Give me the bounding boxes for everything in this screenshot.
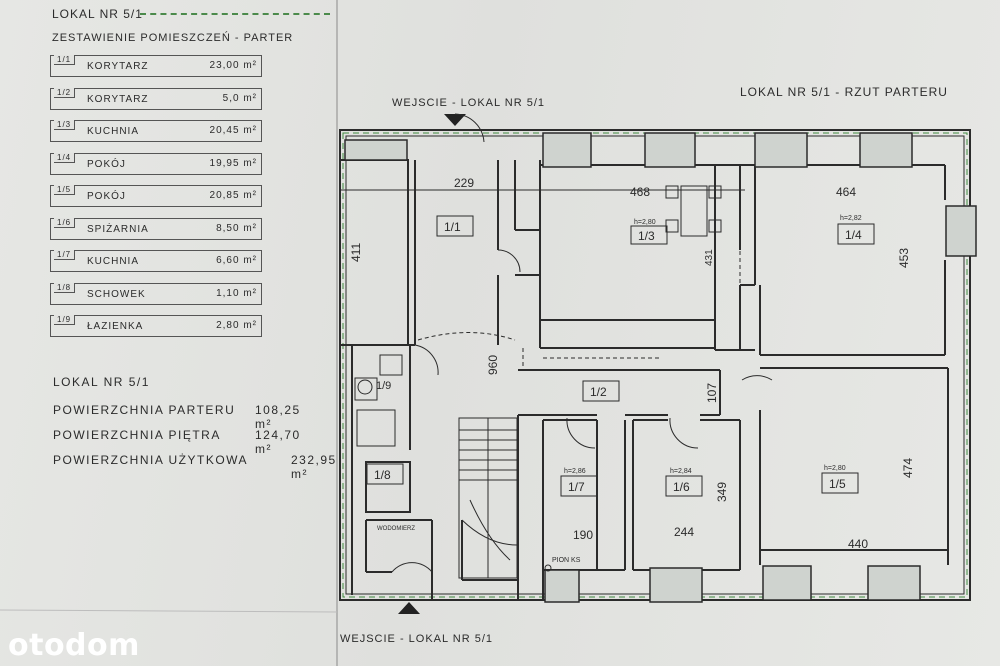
room-labels: 1/1 1/2 h=2,80 1/3 h=2,82 1/4 h=2,80 1/5… bbox=[366, 215, 875, 572]
summary-label: POWIERZCHNIA PARTERU bbox=[53, 403, 236, 417]
summary-row: POWIERZCHNIA UŻYTKOWA 232,95 m² bbox=[53, 453, 335, 481]
room-area: 2,80 m² bbox=[216, 320, 257, 331]
dim-468: 468 bbox=[630, 185, 650, 199]
furniture bbox=[354, 113, 773, 573]
summary-row: POWIERZCHNIA PIĘTRA 124,70 m² bbox=[53, 428, 299, 456]
room-height-1-7: h=2,86 bbox=[564, 468, 586, 475]
summary-title: LOKAL NR 5/1 bbox=[53, 375, 150, 389]
summary-value: 232,95 m² bbox=[291, 453, 337, 481]
room-id: 1/7 bbox=[54, 250, 76, 260]
plan-title: LOKAL NR 5/1 - RZUT PARTERU bbox=[740, 85, 948, 99]
dim-440: 440 bbox=[848, 537, 868, 551]
room-height-1-3: h=2,80 bbox=[634, 219, 656, 226]
room-name: SCHOWEK bbox=[87, 288, 146, 300]
walls bbox=[339, 129, 971, 601]
room-area: 8,50 m² bbox=[216, 222, 257, 234]
room-name: POKÓJ bbox=[87, 158, 126, 170]
hidden-lines bbox=[417, 195, 741, 370]
room-label-1-9: 1/9 bbox=[376, 380, 391, 392]
summary-value: 124,70 m² bbox=[255, 428, 301, 456]
entrance-bottom-label: WEJSCIE - LOKAL NR 5/1 bbox=[340, 633, 493, 645]
room-label-1-6: 1/6 bbox=[673, 480, 690, 494]
room-area: 6,60 m² bbox=[216, 255, 257, 266]
room-label-1-4: 1/4 bbox=[845, 228, 862, 242]
dim-453: 453 bbox=[897, 248, 911, 268]
room-name: KUCHNIA bbox=[87, 126, 140, 137]
room-id: 1/2 bbox=[54, 87, 76, 98]
dim-464: 464 bbox=[836, 185, 856, 199]
entrance-arrow-icon bbox=[398, 602, 420, 614]
room-id: 1/8 bbox=[54, 282, 76, 293]
room-label-1-1: 1/1 bbox=[444, 220, 461, 234]
summary-value: 108,25 m² bbox=[255, 403, 301, 431]
room-area: 20,85 m² bbox=[209, 190, 257, 201]
room-name: KUCHNIA bbox=[87, 256, 140, 267]
room-label-1-7: 1/7 bbox=[568, 480, 585, 494]
dim-411: 411 bbox=[349, 243, 363, 262]
water-meter-label: WODOMIERZ bbox=[377, 526, 415, 532]
riser-icon bbox=[544, 564, 552, 572]
room-id: 1/1 bbox=[54, 55, 76, 65]
dim-244: 244 bbox=[674, 525, 694, 539]
room-id: 1/3 bbox=[54, 120, 76, 130]
room-id: 1/5 bbox=[54, 185, 76, 195]
room-id: 1/6 bbox=[54, 217, 76, 228]
dim-474: 474 bbox=[901, 458, 915, 478]
room-id: 1/4 bbox=[54, 152, 76, 163]
bathtub bbox=[356, 409, 396, 447]
summary-label: POWIERZCHNIA UŻYTKOWA bbox=[53, 453, 249, 467]
summary-row: POWIERZCHNIA PARTERU 108,25 m² bbox=[53, 403, 299, 431]
room-name: KORYTARZ bbox=[87, 61, 149, 72]
windows bbox=[344, 132, 977, 603]
room-name: POKÓJ bbox=[87, 191, 126, 202]
dim-431: 431 bbox=[704, 249, 715, 266]
room-height-1-6: h=2,84 bbox=[670, 468, 692, 475]
room-area: 19,95 m² bbox=[209, 157, 257, 169]
legend-header: LOKAL NR 5/1 bbox=[52, 7, 143, 21]
room-area: 5,0 m² bbox=[222, 92, 257, 104]
dim-107: 107 bbox=[705, 383, 719, 403]
room-label-1-2: 1/2 bbox=[590, 385, 607, 399]
room-id: 1/9 bbox=[54, 315, 76, 325]
room-label-1-3: 1/3 bbox=[638, 229, 655, 243]
legend-header-line bbox=[140, 13, 330, 15]
legend-subtitle: ZESTAWIENIE POMIESZCZEŃ - PARTER bbox=[52, 32, 294, 44]
dim-190: 190 bbox=[573, 528, 593, 542]
staircase bbox=[458, 417, 518, 579]
dim-229: 229 bbox=[454, 176, 474, 190]
dimensions: 229 468 464 190 244 440 411 431 453 960 … bbox=[349, 176, 915, 551]
room-height-1-5: h=2,80 bbox=[824, 465, 846, 472]
room-name: KORYTARZ bbox=[87, 93, 149, 105]
room-area: 1,10 m² bbox=[216, 287, 257, 299]
otodom-logo: otodom bbox=[8, 628, 140, 663]
summary-label: POWIERZCHNIA PIĘTRA bbox=[53, 428, 221, 442]
room-label-1-8: 1/8 bbox=[374, 468, 391, 482]
room-name: SPIŻARNIA bbox=[87, 223, 149, 235]
dim-349: 349 bbox=[715, 482, 729, 502]
room-label-1-5: 1/5 bbox=[829, 477, 846, 491]
entrance-arrow-icon bbox=[444, 114, 466, 126]
room-height-1-4: h=2,82 bbox=[840, 215, 862, 222]
room-name: ŁAZIENKA bbox=[87, 321, 144, 332]
riser-label: PION KS bbox=[552, 557, 581, 564]
room-area: 20,45 m² bbox=[209, 125, 257, 136]
entrance-top-label: WEJSCIE - LOKAL NR 5/1 bbox=[392, 97, 545, 109]
dim-960: 960 bbox=[486, 355, 500, 375]
sink bbox=[357, 379, 373, 395]
room-area: 23,00 m² bbox=[209, 60, 257, 71]
